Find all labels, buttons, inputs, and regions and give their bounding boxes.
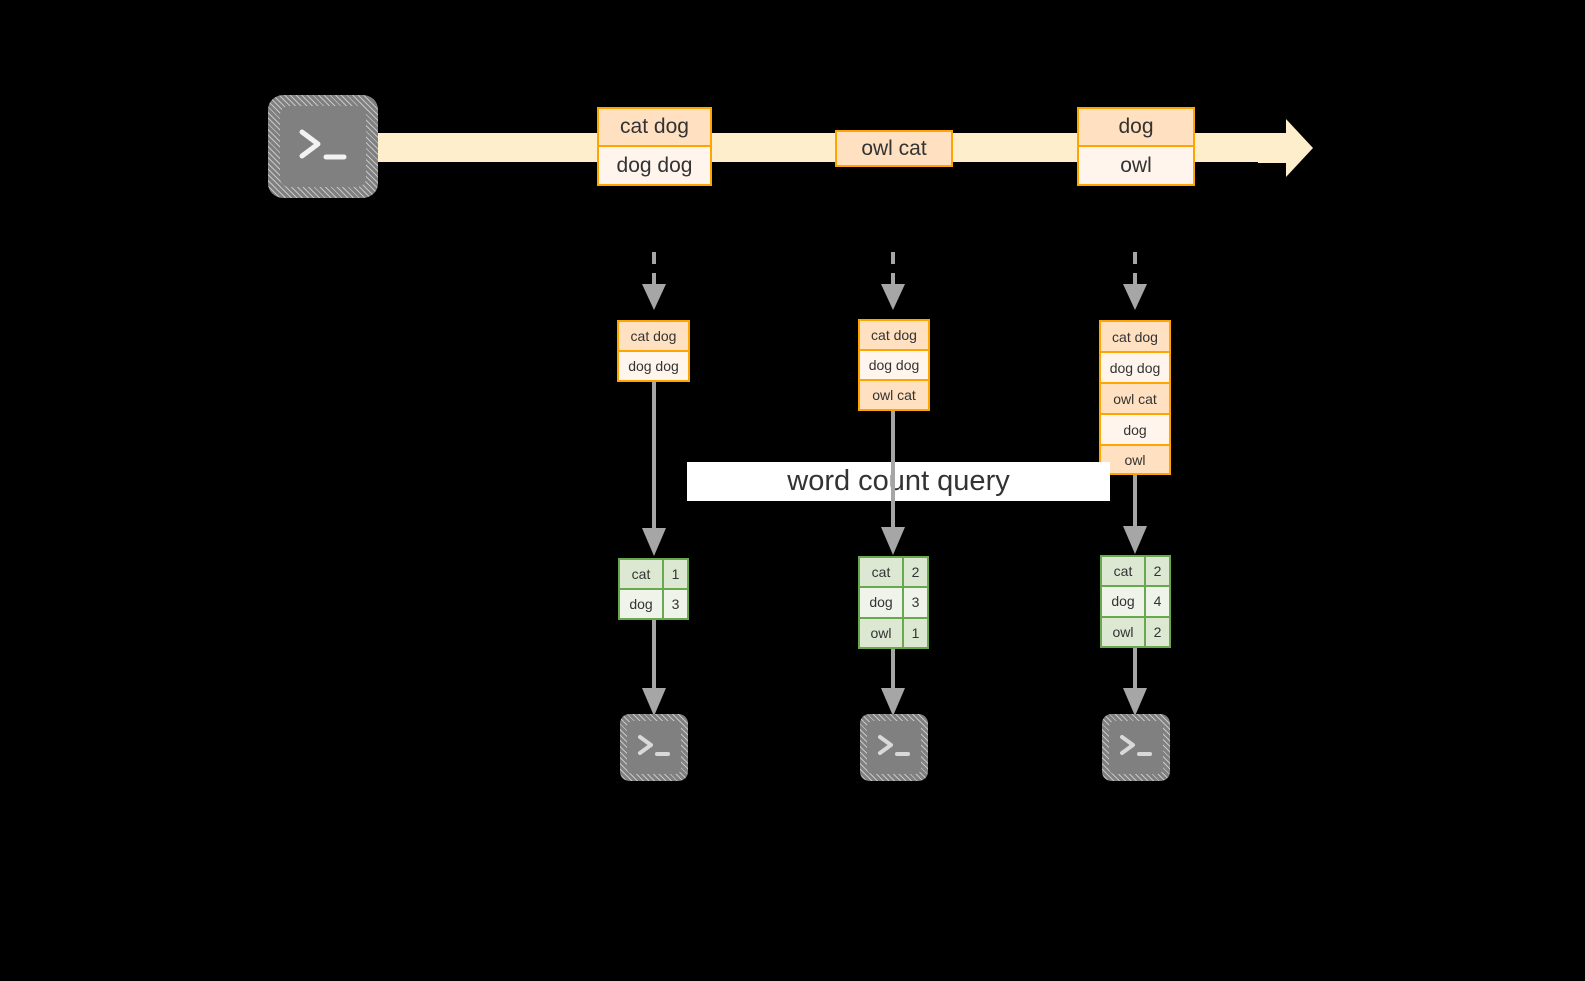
result-table-2-row-1: cat 2 (860, 558, 927, 589)
result-table-2-row-2-word: dog (860, 588, 904, 617)
result-table-3[interactable]: cat 2 dog 4 owl 2 (1100, 555, 1171, 648)
sink-terminal-icon-2 (860, 714, 928, 781)
snapshot-1-query-arrow (642, 382, 666, 556)
result-table-2-row-3-count: 1 (904, 618, 927, 647)
result-table-1[interactable]: cat 1 dog 3 (618, 558, 689, 620)
input-state-2-row-3: owl cat (860, 381, 928, 409)
result-table-3-row-2-count: 4 (1146, 587, 1169, 616)
result-table-1-row-1-count: 1 (664, 560, 687, 588)
result-table-3-row-3-count: 2 (1146, 617, 1169, 646)
stream-event-1-line-2: dog dog (599, 147, 710, 184)
result-table-3-row-2: dog 4 (1102, 587, 1169, 618)
terminal-icon-body (867, 721, 921, 774)
result-table-3-row-2-word: dog (1102, 587, 1146, 616)
input-state-2[interactable]: cat dog dog dog owl cat (858, 319, 930, 411)
stream-event-1-line-1: cat dog (599, 109, 710, 148)
sink-terminal-icon-3 (1102, 714, 1170, 781)
result-table-3-row-1: cat 2 (1102, 557, 1169, 588)
result-table-3-row-1-word: cat (1102, 557, 1146, 586)
terminal-icon-body (280, 106, 366, 187)
snapshot-2-trigger-arrow (881, 252, 905, 310)
input-state-1[interactable]: cat dog dog dog (617, 320, 690, 382)
snapshot-3-query-arrow (1123, 475, 1147, 554)
result-table-2-row-2: dog 3 (860, 588, 927, 619)
snapshot-1-trigger-arrow (642, 252, 666, 310)
terminal-prompt-glyph (878, 735, 910, 756)
source-terminal-icon (268, 95, 378, 198)
stream-event-2[interactable]: owl cat (835, 130, 953, 167)
result-table-1-row-2: dog 3 (620, 590, 687, 618)
input-state-1-row-1: cat dog (619, 322, 688, 352)
result-table-3-row-3-word: owl (1102, 617, 1146, 646)
input-state-2-row-1: cat dog (860, 321, 928, 351)
stream-event-1[interactable]: cat dog dog dog (597, 107, 712, 186)
input-state-2-row-2: dog dog (860, 351, 928, 381)
result-table-1-row-2-count: 3 (664, 590, 687, 618)
stream-event-3-line-2: owl (1079, 147, 1193, 184)
result-table-3-row-3: owl 2 (1102, 617, 1169, 646)
input-state-3-row-3: owl cat (1101, 384, 1169, 415)
result-table-2-row-2-count: 3 (904, 588, 927, 617)
result-table-1-row-1: cat 1 (620, 560, 687, 590)
snapshot-3-sink-arrow (1123, 648, 1147, 716)
input-state-3-row-5: owl (1101, 446, 1169, 473)
terminal-prompt-glyph (1120, 735, 1152, 756)
snapshot-3-trigger-arrow (1123, 252, 1147, 310)
input-state-3-row-4: dog (1101, 415, 1169, 446)
input-state-3-row-2: dog dog (1101, 353, 1169, 384)
snapshot-1-sink-arrow (642, 620, 666, 716)
snapshot-2-query-arrow-overlay (891, 462, 895, 501)
query-label-band: word count query (687, 462, 1110, 501)
result-table-2-row-1-word: cat (860, 558, 904, 587)
sink-terminal-icon-1 (620, 714, 688, 781)
result-table-2[interactable]: cat 2 dog 3 owl 1 (858, 556, 929, 649)
result-table-3-row-1-count: 2 (1146, 557, 1169, 586)
terminal-prompt-glyph (299, 129, 347, 160)
result-table-2-row-1-count: 2 (904, 558, 927, 587)
result-table-2-row-3: owl 1 (860, 618, 927, 647)
terminal-icon-body (627, 721, 681, 774)
input-state-1-row-2: dog dog (619, 352, 688, 380)
result-table-2-row-3-word: owl (860, 618, 904, 647)
stream-event-3[interactable]: dog owl (1077, 107, 1195, 186)
result-table-1-row-1-word: cat (620, 560, 664, 588)
stream-event-2-line-1: owl cat (837, 132, 951, 165)
result-table-1-row-2-word: dog (620, 590, 664, 618)
input-state-3[interactable]: cat dog dog dog owl cat dog owl (1099, 320, 1171, 475)
input-state-3-row-1: cat dog (1101, 322, 1169, 353)
snapshot-2-sink-arrow (881, 649, 905, 716)
terminal-icon-body (1109, 721, 1163, 774)
terminal-prompt-glyph (638, 735, 670, 756)
stream-event-3-line-1: dog (1079, 109, 1193, 148)
time-axis-arrow-head (1258, 119, 1313, 177)
